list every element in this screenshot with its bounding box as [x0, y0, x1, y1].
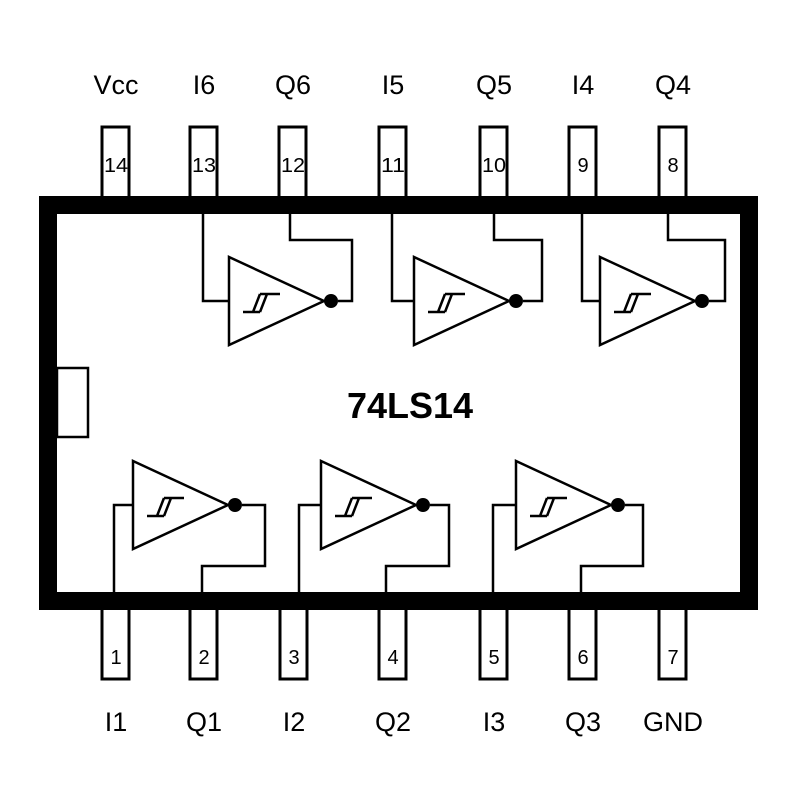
schmitt-hysteresis-icon	[530, 496, 567, 518]
pin-5: 5I3	[478, 604, 509, 737]
pin-8: 8 Q4	[655, 70, 691, 204]
inversion-bubble	[695, 294, 709, 308]
pin-label: I5	[382, 70, 405, 100]
pin-lead	[567, 604, 598, 681]
inversion-bubble	[416, 498, 430, 512]
pin-number: 7	[667, 647, 678, 669]
pin-number: 6	[577, 647, 588, 669]
pin-number: 3	[288, 647, 299, 669]
pin-number: 13	[192, 155, 216, 177]
schmitt-hysteresis-icon	[335, 496, 372, 518]
pin-lead	[377, 604, 408, 681]
input-wire	[580, 214, 600, 303]
input-wire	[491, 503, 516, 594]
pin-1: 1I1	[100, 604, 131, 737]
gate-2	[297, 459, 451, 594]
schmitt-hysteresis-icon	[147, 496, 184, 518]
pin-14: 14 Vcc	[93, 70, 139, 204]
gate-5	[390, 214, 544, 347]
pin-number: 12	[281, 155, 305, 177]
input-wire	[297, 503, 321, 594]
pin-label: Q3	[565, 707, 601, 737]
pin-number: 9	[577, 155, 588, 177]
schmitt-hysteresis-icon	[428, 292, 465, 314]
pin-number: 1	[110, 647, 121, 669]
pin-2: 2Q1	[186, 604, 222, 737]
chip-name: 74LS14	[347, 385, 473, 426]
pin-label: Q6	[275, 70, 311, 100]
pin-label: Q2	[375, 707, 411, 737]
pin-label: I4	[572, 70, 595, 100]
pin-13: 13 I6	[188, 70, 219, 204]
inversion-bubble	[228, 498, 242, 512]
pin-6: 6Q3	[565, 604, 601, 737]
orientation-notch	[55, 366, 90, 439]
pin-3: 3I2	[278, 604, 309, 737]
pin-10: 10 Q5	[476, 70, 512, 204]
pin-number: 8	[667, 155, 678, 177]
output-wire	[200, 503, 267, 594]
input-wire	[201, 214, 229, 303]
inversion-bubble	[611, 498, 625, 512]
pin-label: Q4	[655, 70, 691, 100]
output-wire	[579, 503, 645, 594]
schmitt-hysteresis-icon	[614, 292, 651, 314]
pin-11: 11 I5	[377, 70, 408, 204]
pin-lead	[657, 125, 688, 204]
pin-label: I2	[283, 707, 306, 737]
pin-lead	[188, 604, 219, 681]
output-wire	[492, 214, 544, 303]
pin-label: I1	[105, 707, 128, 737]
pin-number: 11	[381, 155, 405, 177]
pin-12: 12 Q6	[275, 70, 311, 204]
pins: 14Vcc13I612Q611I510Q59I48Q41I12Q13I24Q25…	[93, 70, 703, 737]
output-wire	[384, 503, 451, 594]
pin-label: I6	[193, 70, 216, 100]
pin-number: 2	[198, 647, 209, 669]
pin-lead	[277, 125, 308, 204]
input-wire	[390, 214, 414, 303]
gate-6	[201, 214, 354, 347]
pin-number: 4	[387, 647, 398, 669]
output-wire	[666, 214, 727, 303]
gates	[112, 214, 727, 594]
inversion-bubble	[509, 294, 523, 308]
input-wire	[112, 503, 133, 594]
gate-4	[580, 214, 727, 347]
pin-number: 5	[488, 647, 499, 669]
pin-label: I3	[483, 707, 506, 737]
pin-label: Q5	[476, 70, 512, 100]
schmitt-hysteresis-icon	[243, 292, 280, 314]
pin-label: GND	[643, 707, 703, 737]
pin-label: Vcc	[93, 70, 138, 100]
gate-3	[491, 459, 645, 594]
pin-lead	[377, 125, 408, 204]
output-wire	[288, 214, 354, 303]
pin-lead	[278, 604, 309, 681]
gate-1	[112, 459, 267, 594]
pin-9: 9 I4	[567, 70, 598, 204]
pin-4: 4Q2	[375, 604, 411, 737]
pin-number: 10	[482, 155, 506, 177]
inversion-bubble	[324, 294, 338, 308]
pin-number: 14	[104, 155, 128, 177]
pin-label: Q1	[186, 707, 222, 737]
